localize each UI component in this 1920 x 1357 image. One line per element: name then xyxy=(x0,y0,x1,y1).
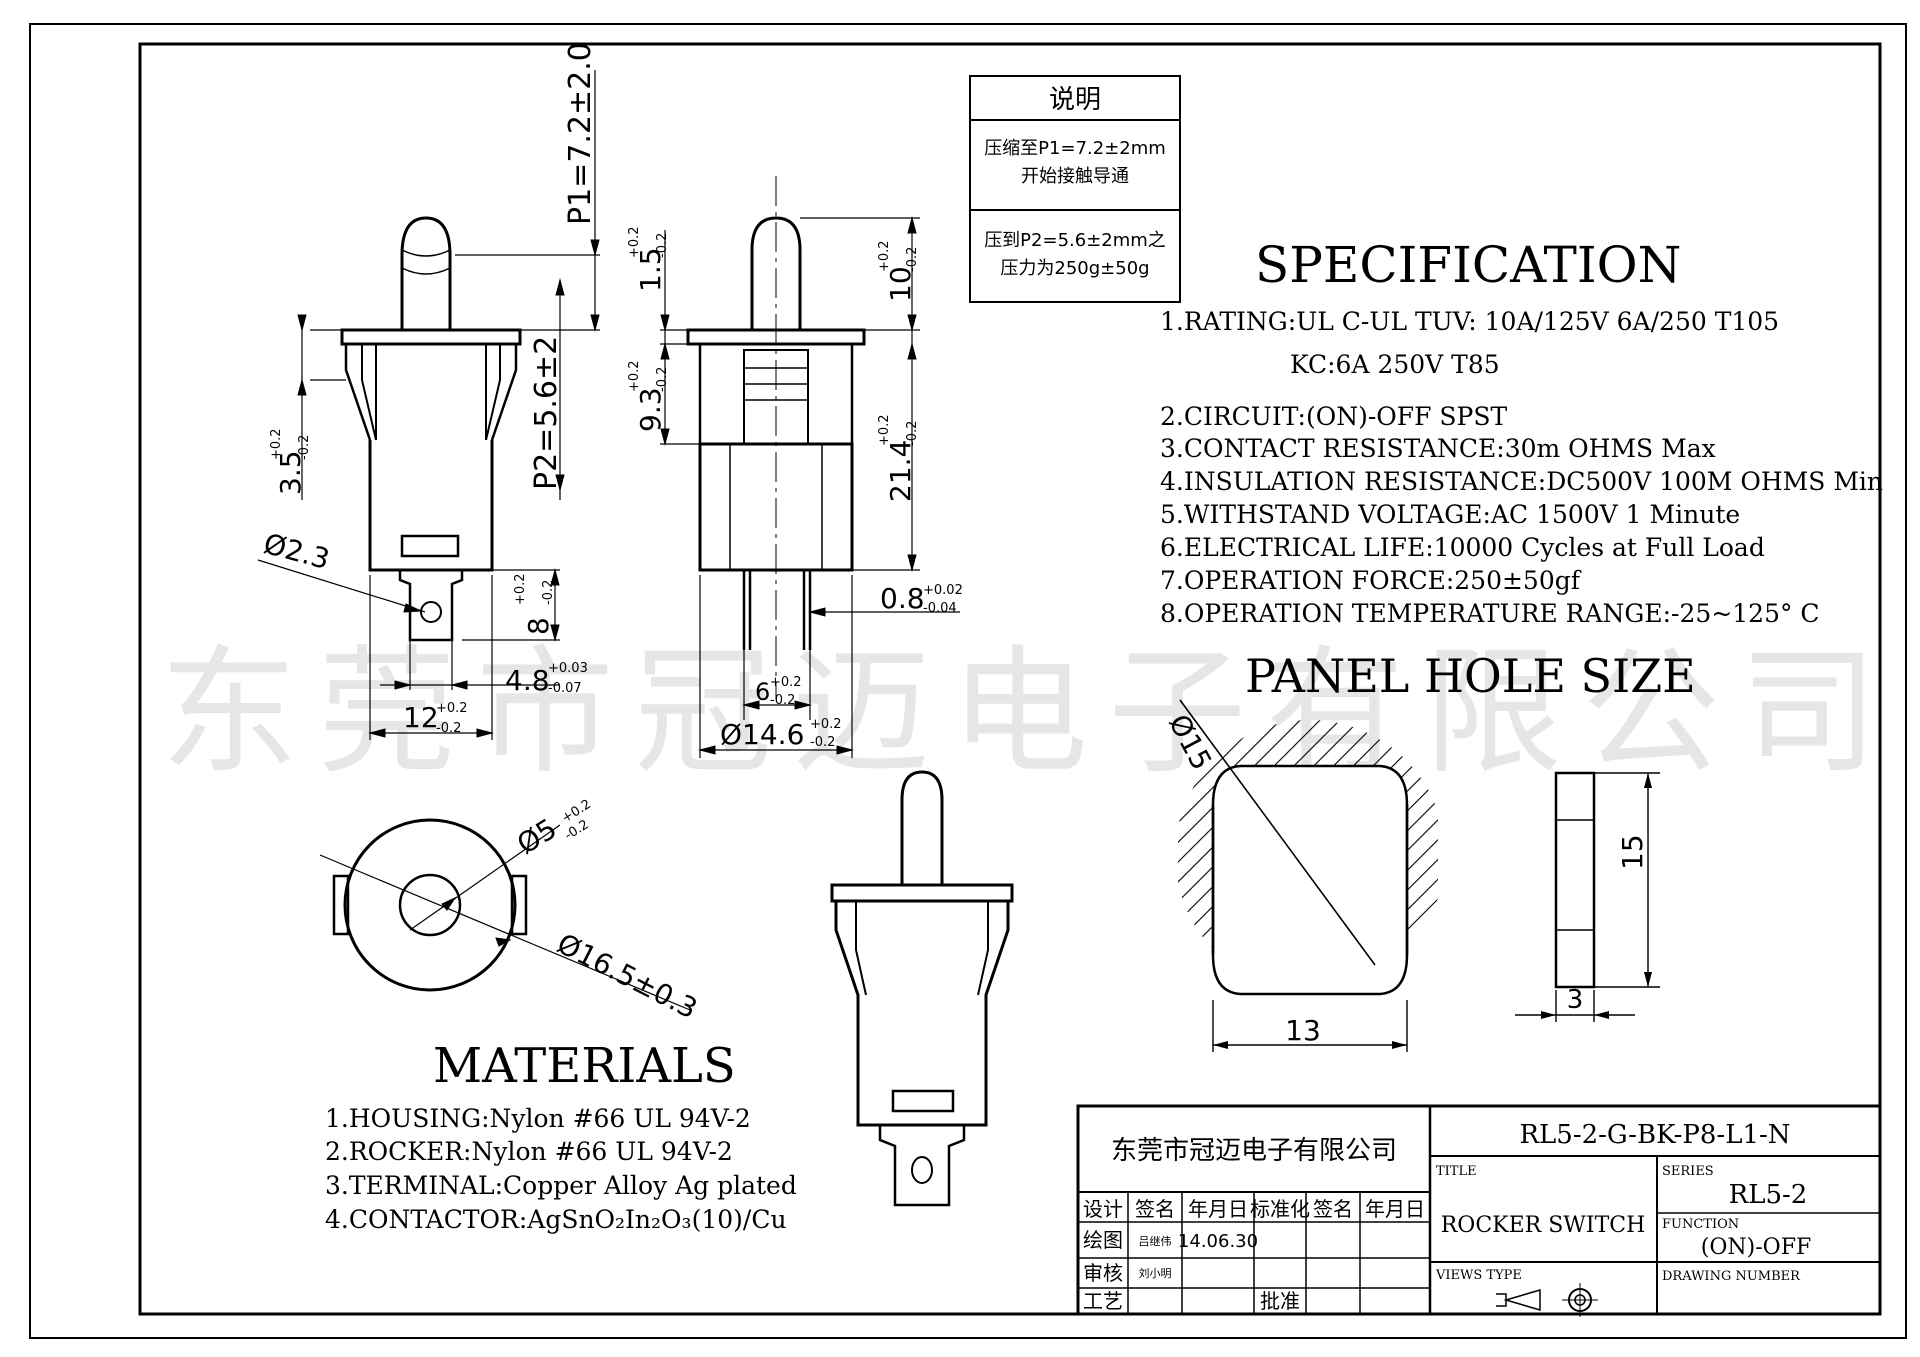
panel-hole-heading: PANEL HOLE SIZE xyxy=(1245,649,1696,703)
outer-frame xyxy=(29,23,1907,1339)
dim-9-3-tol-up: +0.2 xyxy=(627,360,642,392)
title-block-text: 东莞市冠迈电子有限公司 RL5-2-G-BK-P8-L1-N TITLE ROC… xyxy=(1083,1120,1811,1313)
spec-line-2: 2.CIRCUIT:(ON)-OFF SPST xyxy=(1160,402,1507,431)
dim-21-4-tol-dn: -0.2 xyxy=(905,421,920,446)
top-view xyxy=(319,818,691,1011)
tb-h-standard: 标准化 xyxy=(1250,1197,1310,1221)
dim-p1: P1=7.2±2.0 xyxy=(563,42,598,225)
dim-0-8-tol-dn: -0.04 xyxy=(923,601,957,616)
spec-line-5: 5.WITHSTAND VOLTAGE:AC 1500V 1 Minute xyxy=(1160,500,1740,529)
dim-p2: P2=5.6±2 xyxy=(529,336,564,490)
tb-h-sign1: 签名 xyxy=(1135,1197,1175,1221)
dim-9-3-tol-dn: -0.2 xyxy=(655,367,670,392)
dim-6-tol-up: +0.2 xyxy=(770,675,802,690)
note-line2a: 压到P2=5.6±2mm之 xyxy=(984,230,1166,251)
dim-6-tol-dn: -0.2 xyxy=(770,693,795,708)
dim-12-tol-up: +0.2 xyxy=(436,701,468,716)
tb-h-design: 设计 xyxy=(1083,1197,1123,1221)
note-box: 说明 压缩至P1=7.2±2mm 开始接触导通 压到P2=5.6±2mm之 压力… xyxy=(969,75,1181,303)
tb-h-date1: 年月日 xyxy=(1188,1197,1248,1221)
dim-0-8: 0.8 xyxy=(880,582,925,615)
side-view-labels: 1.5 +0.2 -0.2 9.3 +0.2 -0.2 10 +0.2 -0.2… xyxy=(627,226,963,751)
tb-series-label: SERIES xyxy=(1662,1164,1714,1179)
dim-4-8-tol-dn: -0.07 xyxy=(548,681,582,696)
dim-1-5-tol-dn: -0.2 xyxy=(655,233,670,258)
panel-height-label: 15 xyxy=(1616,834,1649,870)
dim-3-5-tol: +0.2 xyxy=(269,428,284,460)
dim-10-tol-dn: -0.2 xyxy=(905,247,920,272)
dim-4-8: 4.8 xyxy=(505,664,550,697)
tb-function-label: FUNCTION xyxy=(1662,1217,1739,1232)
front-view xyxy=(257,70,600,740)
tb-check-label: 审核 xyxy=(1083,1261,1123,1285)
dim-dia-16-5: Ø16.5±0.3 xyxy=(552,927,703,1026)
tb-date: 14.06.30 xyxy=(1178,1231,1258,1252)
dim-14-6-tol-up: +0.2 xyxy=(810,717,842,732)
dim-14-6: Ø14.6 xyxy=(720,718,804,751)
materials-line-2: 2.ROCKER:Nylon #66 UL 94V-2 xyxy=(325,1137,733,1166)
spec-line-1b: KC:6A 250V T85 xyxy=(1290,350,1500,379)
tb-title-label: TITLE xyxy=(1436,1164,1477,1179)
tb-process-label: 工艺 xyxy=(1083,1289,1123,1313)
spec-line-8: 8.OPERATION TEMPERATURE RANGE:-25~125° C xyxy=(1160,599,1820,628)
dim-21-4-tol-up: +0.2 xyxy=(877,414,892,446)
dim-1-5: 1.5 xyxy=(634,247,667,292)
materials-heading: MATERIALS xyxy=(433,1038,736,1094)
tb-part-number: RL5-2-G-BK-P8-L1-N xyxy=(1519,1120,1790,1150)
dim-0-8-tol-up: +0.02 xyxy=(923,583,963,598)
dim-10-tol-up: +0.2 xyxy=(877,240,892,272)
tb-series-value: RL5-2 xyxy=(1729,1180,1808,1210)
tb-h-sign2: 签名 xyxy=(1313,1197,1353,1221)
dim-4-8-tol-up: +0.03 xyxy=(548,661,588,676)
spec-line-1: 1.RATING:UL C-UL TUV: 10A/125V 6A/250 T1… xyxy=(1160,307,1779,336)
dim-10: 10 xyxy=(884,266,917,302)
materials-line-3: 3.TERMINAL:Copper Alloy Ag plated xyxy=(325,1171,797,1200)
note-line1a: 压缩至P1=7.2±2mm xyxy=(984,138,1166,159)
tb-drawer: 吕继伟 xyxy=(1139,1235,1172,1248)
dim-3-5: 3.5 xyxy=(274,450,307,495)
dim-8: 8 xyxy=(522,617,555,635)
panel-hole-drawing: Ø15 13 15 3 xyxy=(1162,699,1660,1052)
panel-thickness-label: 3 xyxy=(1567,985,1584,1015)
materials-line-4: 4.CONTACTOR:AgSnO₂In₂O₃(10)/Cu xyxy=(325,1205,787,1234)
tb-drawing-label: DRAWING NUMBER xyxy=(1662,1269,1801,1284)
materials-line-1: 1.HOUSING:Nylon #66 UL 94V-2 xyxy=(325,1104,751,1133)
dim-12-tol-dn: -0.2 xyxy=(436,721,461,736)
dim-14-6-tol-dn: -0.2 xyxy=(810,735,835,750)
tb-h-date2: 年月日 xyxy=(1365,1197,1425,1221)
tb-title-value: ROCKER SWITCH xyxy=(1441,1213,1646,1238)
dim-8-tol-dn: -0.2 xyxy=(541,580,556,605)
dim-1-5-tol-up: +0.2 xyxy=(627,226,642,258)
spec-line-7: 7.OPERATION FORCE:250±50gf xyxy=(1160,566,1582,595)
tb-checker: 刘小明 xyxy=(1139,1267,1172,1280)
title-block xyxy=(1076,1104,1882,1317)
iso-view xyxy=(830,770,1014,1207)
dim-21-4: 21.4 xyxy=(884,440,917,502)
specification: SPECIFICATION 1.RATING:UL C-UL TUV: 10A/… xyxy=(1160,236,1883,628)
dim-6: 6 xyxy=(755,678,770,706)
panel-width-label: 13 xyxy=(1285,1014,1321,1047)
dim-9-3: 9.3 xyxy=(634,387,667,432)
tb-views-label: VIEWS TYPE xyxy=(1435,1268,1522,1283)
dim-2-3: Ø2.3 xyxy=(260,527,333,576)
note-title: 说明 xyxy=(1049,85,1101,115)
side-view xyxy=(660,176,960,758)
tb-approve-label: 批准 xyxy=(1260,1289,1300,1313)
spec-line-3: 3.CONTACT RESISTANCE:30m OHMS Max xyxy=(1160,434,1716,463)
tb-draw-label: 绘图 xyxy=(1083,1228,1123,1252)
spec-heading: SPECIFICATION xyxy=(1255,236,1681,294)
materials: MATERIALS 1.HOUSING:Nylon #66 UL 94V-2 2… xyxy=(325,1038,797,1234)
spec-line-6: 6.ELECTRICAL LIFE:10000 Cycles at Full L… xyxy=(1160,533,1765,562)
dim-8-tol: +0.2 xyxy=(513,573,528,605)
tb-company: 东莞市冠迈电子有限公司 xyxy=(1111,1136,1397,1166)
dim-3-5-tol-dn: -0.2 xyxy=(297,435,312,460)
note-line2b: 压力为250g±50g xyxy=(1000,258,1149,279)
note-line1b: 开始接触导通 xyxy=(1021,166,1129,187)
tb-function-value: (ON)-OFF xyxy=(1701,1235,1811,1260)
dim-12: 12 xyxy=(403,701,439,734)
inner-frame xyxy=(138,42,1882,1316)
spec-line-4: 4.INSULATION RESISTANCE:DC500V 100M OHMS… xyxy=(1160,467,1883,496)
watermark: 东莞市冠迈电子有限公司 xyxy=(160,632,1898,793)
